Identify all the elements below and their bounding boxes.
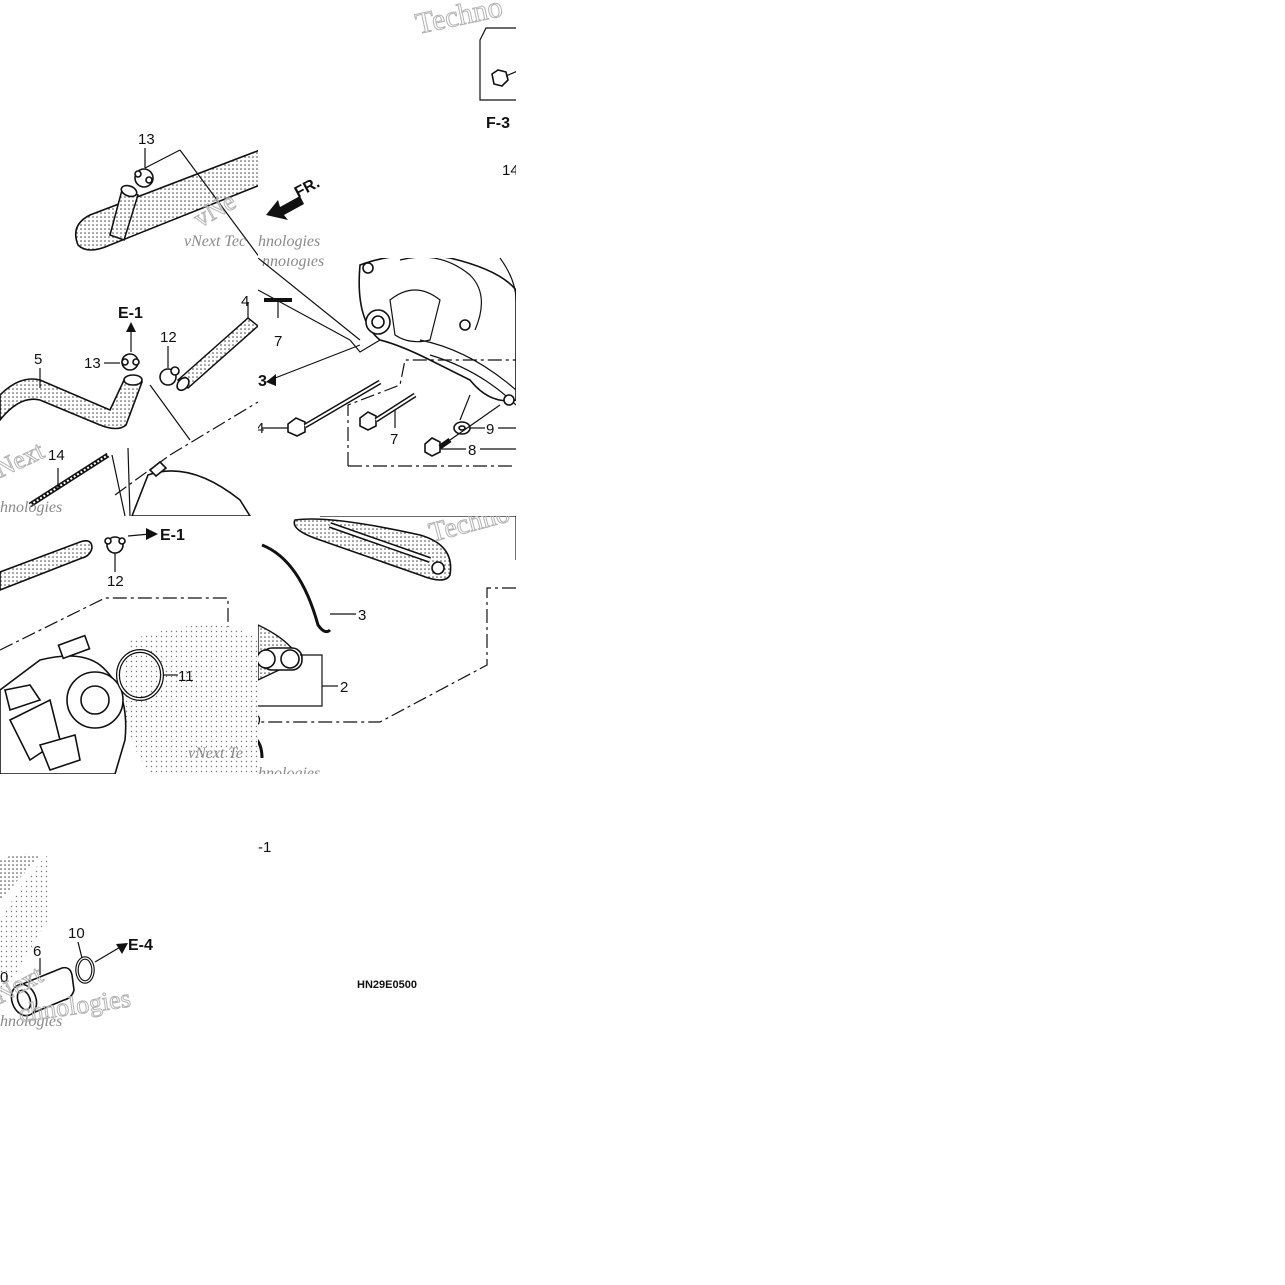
watermark: Techno [413, 0, 506, 41]
front-direction-arrow: FR. [266, 174, 323, 220]
drawing-code: HN29E0500 [357, 979, 417, 991]
part-label-7-a: 7 [274, 333, 282, 350]
part-label-13-mid: 13 [84, 355, 101, 372]
part-label-12-low: 12 [107, 573, 124, 590]
reference-e1-mid: E-1 [160, 527, 185, 544]
watermark: Techno [426, 498, 513, 549]
part-label-9: 9 [486, 421, 494, 438]
part-label-14: 14 [48, 447, 65, 464]
part-label-13-top: 13 [138, 131, 155, 148]
clamp-12 [159, 366, 180, 386]
part-label-10-cut: 10 [244, 712, 261, 729]
part-label-3-cut: 3 [258, 373, 267, 390]
part-label-5: 5 [34, 351, 42, 368]
washer-9 [453, 421, 471, 435]
part-label-11: 11 [178, 668, 194, 685]
watermark: vNext Tec [184, 233, 246, 250]
part-label-6: 6 [33, 943, 41, 960]
reference-e4: E-4 [128, 937, 153, 954]
tile-bottom-left: 6 10 E-4 0 Next hnologies chnologies [0, 853, 153, 1030]
part-label-4-cut: 4 [256, 420, 264, 437]
watermark: vNext Te [188, 745, 243, 762]
part-label-12: 12 [160, 329, 177, 346]
watermark: hnologies [0, 1013, 62, 1030]
clamp-13-mid [121, 353, 140, 371]
part-label-4: 4 [241, 293, 249, 310]
tile-top-left: 13 vNext Tec vNe [74, 131, 258, 257]
pipe-6 [10, 966, 75, 1017]
bolt-7 [359, 392, 417, 431]
stud-14 [28, 452, 110, 508]
tile-top-right: Techno F-3 14 FR. hnologies [258, 0, 519, 250]
tile-lower-left: 12 E-1 11 vNext Te [0, 527, 258, 774]
part-label-8: 8 [468, 442, 476, 459]
tile-middle-right: hnologies 7 3 4 [256, 253, 516, 467]
watermark: hnologies [262, 253, 324, 270]
svg-text:FR.: FR. [292, 174, 323, 201]
tile-lower-right: Techno 3 2 10 hnologies [244, 498, 516, 782]
part-label-3: 3 [358, 607, 366, 624]
fitting-2 [258, 647, 303, 671]
reference-e1-top: E-1 [118, 305, 143, 322]
watermark: hnologies [258, 233, 320, 250]
hose-5 [0, 377, 144, 430]
o-ring-10 [75, 956, 95, 984]
part-label-1-cut: -1 [258, 839, 271, 856]
pump-housing-flange [293, 518, 452, 581]
hose-12 [0, 540, 93, 591]
tube-4 [176, 317, 258, 389]
clamp-12-low [104, 536, 126, 554]
part-label-14-cut: 14 [502, 162, 519, 179]
watermark: hnologies [0, 499, 62, 516]
watermark: Next [0, 435, 49, 483]
pump-impeller [0, 634, 127, 774]
part-label-2: 2 [340, 679, 348, 696]
part-label-0-cut: 0 [0, 969, 8, 986]
reference-f3: F-3 [486, 115, 510, 132]
part-label-7-b: 7 [390, 431, 398, 448]
bolt-8 [424, 437, 452, 457]
tile-middle-left: E-1 13 5 12 4 14 [0, 293, 258, 516]
part-label-10: 10 [68, 925, 85, 942]
watermark: hnologies [258, 765, 320, 782]
clamp-13-top [134, 168, 154, 188]
bolt-4-long [287, 379, 382, 437]
o-ring-11 [116, 649, 164, 701]
bolt-f3 [491, 69, 516, 87]
